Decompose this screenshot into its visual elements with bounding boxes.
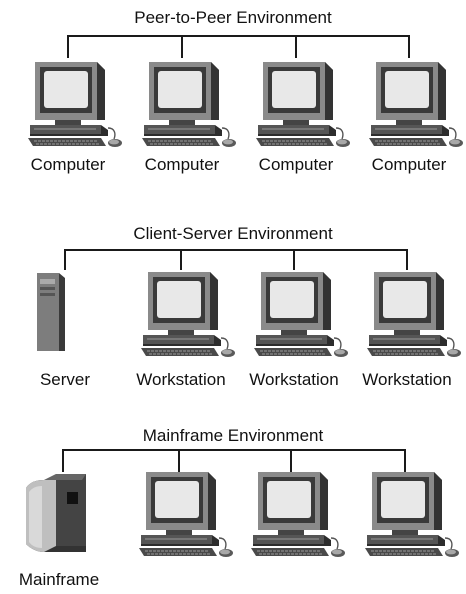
- mainframe-network-lines: [62, 449, 406, 472]
- client-server-network-lines: [64, 249, 408, 270]
- computer-label: Computer: [30, 155, 106, 174]
- desktop-computer-icon: [255, 61, 351, 148]
- peer-to-peer-title: Peer-to-Peer Environment: [134, 8, 332, 27]
- desktop-computer-icon: [364, 471, 460, 558]
- computer-label: Computer: [258, 155, 334, 174]
- computer-label: Computer: [144, 155, 220, 174]
- desktop-computer-icon: [141, 61, 237, 148]
- server-label: Server: [39, 370, 91, 389]
- mainframe-title: Mainframe Environment: [142, 426, 324, 445]
- mainframe-icon: [26, 474, 86, 552]
- desktop-computer-icon: [253, 271, 349, 358]
- computer-label: Computer: [371, 155, 447, 174]
- desktop-computer-icon: [366, 271, 462, 358]
- desktop-computer-icon: [368, 61, 464, 148]
- peer-to-peer-network-lines: [67, 35, 410, 58]
- client-server-title: Client-Server Environment: [133, 224, 333, 243]
- workstation-label: Workstation: [249, 370, 339, 389]
- desktop-computer-icon: [27, 61, 123, 148]
- workstation-label: Workstation: [362, 370, 452, 389]
- tower-server-icon: [37, 273, 65, 351]
- desktop-computer-icon: [138, 471, 234, 558]
- desktop-computer-icon: [140, 271, 236, 358]
- mainframe-label: Mainframe: [18, 570, 100, 589]
- desktop-computer-icon: [250, 471, 346, 558]
- workstation-label: Workstation: [136, 370, 226, 389]
